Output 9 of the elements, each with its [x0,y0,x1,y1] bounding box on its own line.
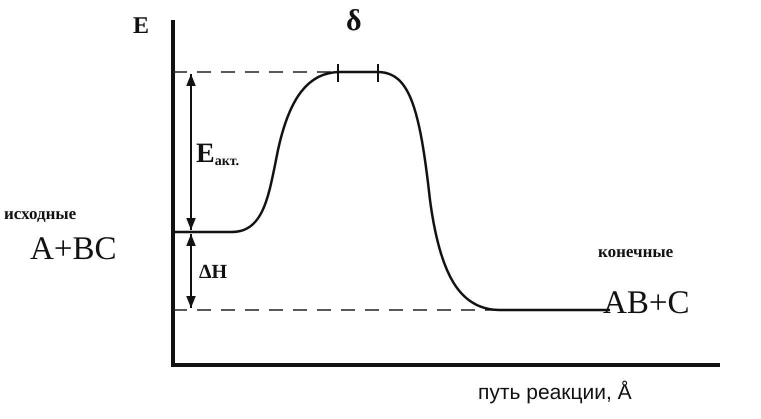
activation-energy-label: E$_{акт.}$ [196,140,240,169]
products-caption: конечные [598,243,674,260]
reactants-caption: исходные [4,205,76,222]
products-formula: AB+C [603,287,690,320]
axis-label: путь реакции, Å [478,382,632,403]
axis-label: E [133,14,150,38]
enthalpy-label: ΔH [199,262,228,282]
reactants-formula: A+BC [30,233,116,266]
width-symbol: δ [346,6,362,36]
